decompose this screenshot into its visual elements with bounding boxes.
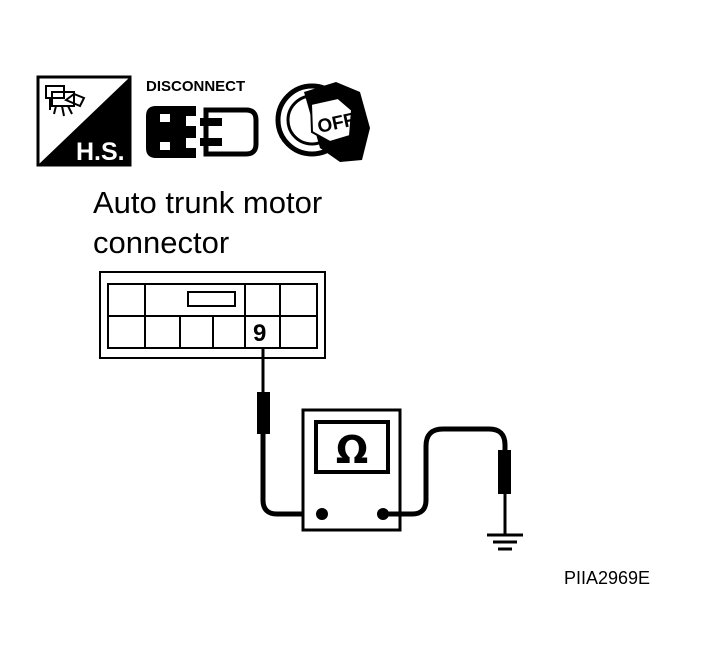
connector-title-line2: connector bbox=[93, 225, 229, 260]
connector-title-line1: Auto trunk motor bbox=[93, 185, 322, 220]
probe-lead-ground bbox=[383, 426, 511, 534]
meter-terminal-left bbox=[316, 508, 328, 520]
connector-disconnect-icon: DISCONNECT bbox=[146, 78, 259, 158]
disconnect-label: DISCONNECT bbox=[146, 78, 245, 95]
ohmmeter-icon: Ω bbox=[301, 408, 402, 532]
harness-service-icon: H.S. bbox=[36, 75, 132, 167]
ground-symbol-icon bbox=[487, 533, 523, 551]
connector-body bbox=[99, 271, 326, 359]
figure-code: PIIA2969E bbox=[564, 568, 650, 588]
pin-9-label: 9 bbox=[253, 320, 266, 347]
hs-label: H.S. bbox=[76, 138, 125, 166]
ignition-key-off-icon: OFF bbox=[275, 82, 370, 162]
ohm-symbol: Ω bbox=[336, 428, 368, 472]
probe-lead-pin bbox=[257, 348, 322, 517]
